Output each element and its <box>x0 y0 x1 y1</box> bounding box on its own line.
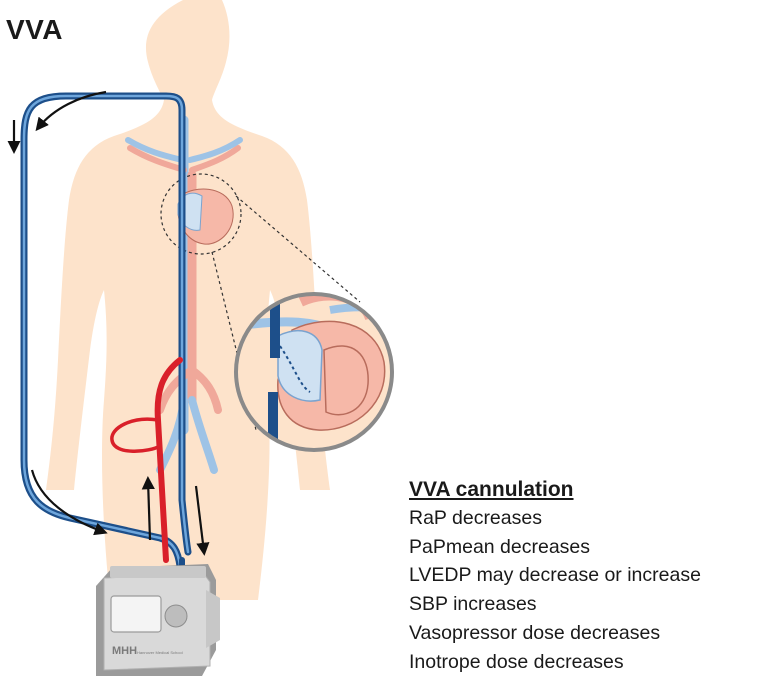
effect-item: LVEDP may decrease or increase <box>409 564 701 587</box>
ecmo-device: MHH Hannover Medical School <box>96 564 220 676</box>
effect-item: RaP decreases <box>409 507 542 529</box>
device-logo-subtext: Hannover Medical School <box>137 650 183 655</box>
heart-magnified <box>234 292 394 452</box>
device-screen <box>110 595 162 633</box>
device-logo: MHH <box>112 645 137 657</box>
effects-list: VVA cannulation RaP decreases PaPmean de… <box>409 476 768 676</box>
effect-item: Vasopressor dose decreases <box>409 621 661 644</box>
flow-arrows <box>7 90 210 556</box>
effect-item: PaPmean decreases <box>409 535 591 558</box>
effect-item: Inotrope dose decreases <box>409 650 624 673</box>
ecmo-circuit <box>20 92 192 570</box>
effect-item: SBP increases <box>409 593 537 616</box>
arrow-up <box>141 476 155 541</box>
limb-perfusion-loop <box>110 417 162 453</box>
arrow-bottom <box>30 469 108 536</box>
effects-heading: VVA cannulation <box>409 478 574 501</box>
device-knob <box>164 604 188 628</box>
diagram-title: VVA <box>6 14 63 45</box>
arrow-down <box>194 485 210 556</box>
arrow-top <box>35 90 107 132</box>
